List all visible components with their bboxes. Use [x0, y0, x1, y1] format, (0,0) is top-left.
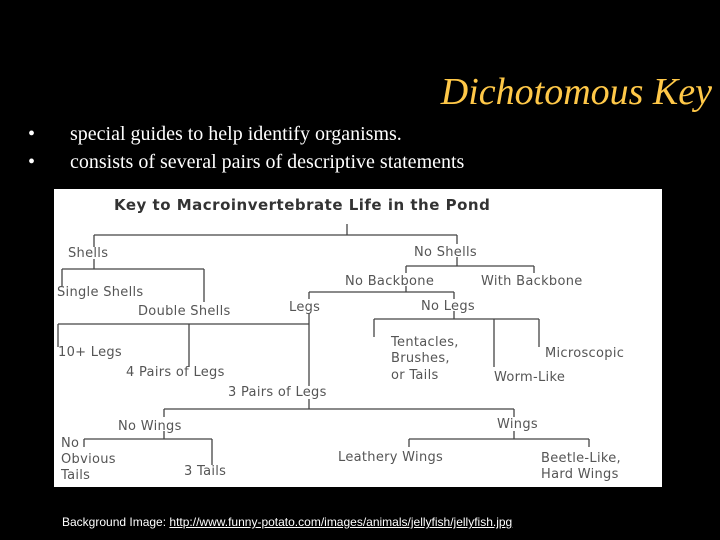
node-tentacles-line1: Tentacles,	[390, 335, 459, 350]
bullet-item: • consists of several pairs of descriptiv…	[28, 148, 464, 176]
node-leathery-wings: Leathery Wings	[338, 450, 443, 465]
node-no-obvious-tails-line3: Tails	[60, 468, 90, 483]
node-worm-like: Worm-Like	[494, 370, 565, 385]
bullet-item: • special guides to help identify organis…	[28, 120, 464, 148]
bullet-glyph: •	[28, 123, 36, 145]
node-no-obvious-tails-line1: No	[61, 436, 79, 451]
footer-label: Background Image:	[62, 515, 167, 529]
node-shells: Shells	[68, 246, 108, 261]
node-no-backbone: No Backbone	[345, 274, 434, 289]
footer-url-link[interactable]: http://www.funny-potato.com/images/anima…	[169, 515, 513, 529]
node-with-backbone: With Backbone	[481, 274, 583, 289]
node-three-pairs-legs: 3 Pairs of Legs	[228, 385, 327, 400]
node-no-obvious-tails-line2: Obvious	[61, 452, 116, 467]
key-title: Key to Macroinvertebrate Life in the Pon…	[114, 196, 490, 214]
node-wings: Wings	[497, 417, 538, 432]
key-svg: Key to Macroinvertebrate Life in the Pon…	[57, 196, 624, 483]
node-microscopic: Microscopic	[545, 346, 624, 361]
bullet-text: special guides to help identify organism…	[70, 123, 402, 145]
node-tentacles-line2: Brushes,	[391, 351, 450, 366]
slide-title: Dichotomous Key	[440, 71, 712, 113]
node-no-shells: No Shells	[414, 245, 477, 260]
node-beetle-like-line2: Hard Wings	[541, 467, 619, 482]
node-single-shells: Single Shells	[57, 285, 143, 300]
node-ten-plus-legs: 10+ Legs	[58, 345, 122, 360]
bullet-text: consists of several pairs of descriptive…	[70, 151, 465, 173]
node-double-shells: Double Shells	[138, 304, 231, 319]
bullet-glyph: •	[28, 151, 36, 173]
footer-credit: Background Image: http://www.funny-potat…	[62, 515, 512, 529]
node-three-tails: 3 Tails	[184, 464, 226, 479]
node-four-pairs-legs: 4 Pairs of Legs	[126, 365, 225, 380]
node-no-wings: No Wings	[118, 419, 182, 434]
node-no-legs: No Legs	[421, 299, 475, 314]
node-legs: Legs	[289, 300, 320, 315]
node-beetle-like-line1: Beetle-Like,	[541, 451, 621, 466]
key-connectors	[57, 224, 590, 465]
bullet-list: • special guides to help identify organis…	[28, 120, 464, 176]
node-tentacles-line3: or Tails	[391, 368, 439, 383]
dichotomous-key-diagram: Key to Macroinvertebrate Life in the Pon…	[54, 189, 662, 487]
